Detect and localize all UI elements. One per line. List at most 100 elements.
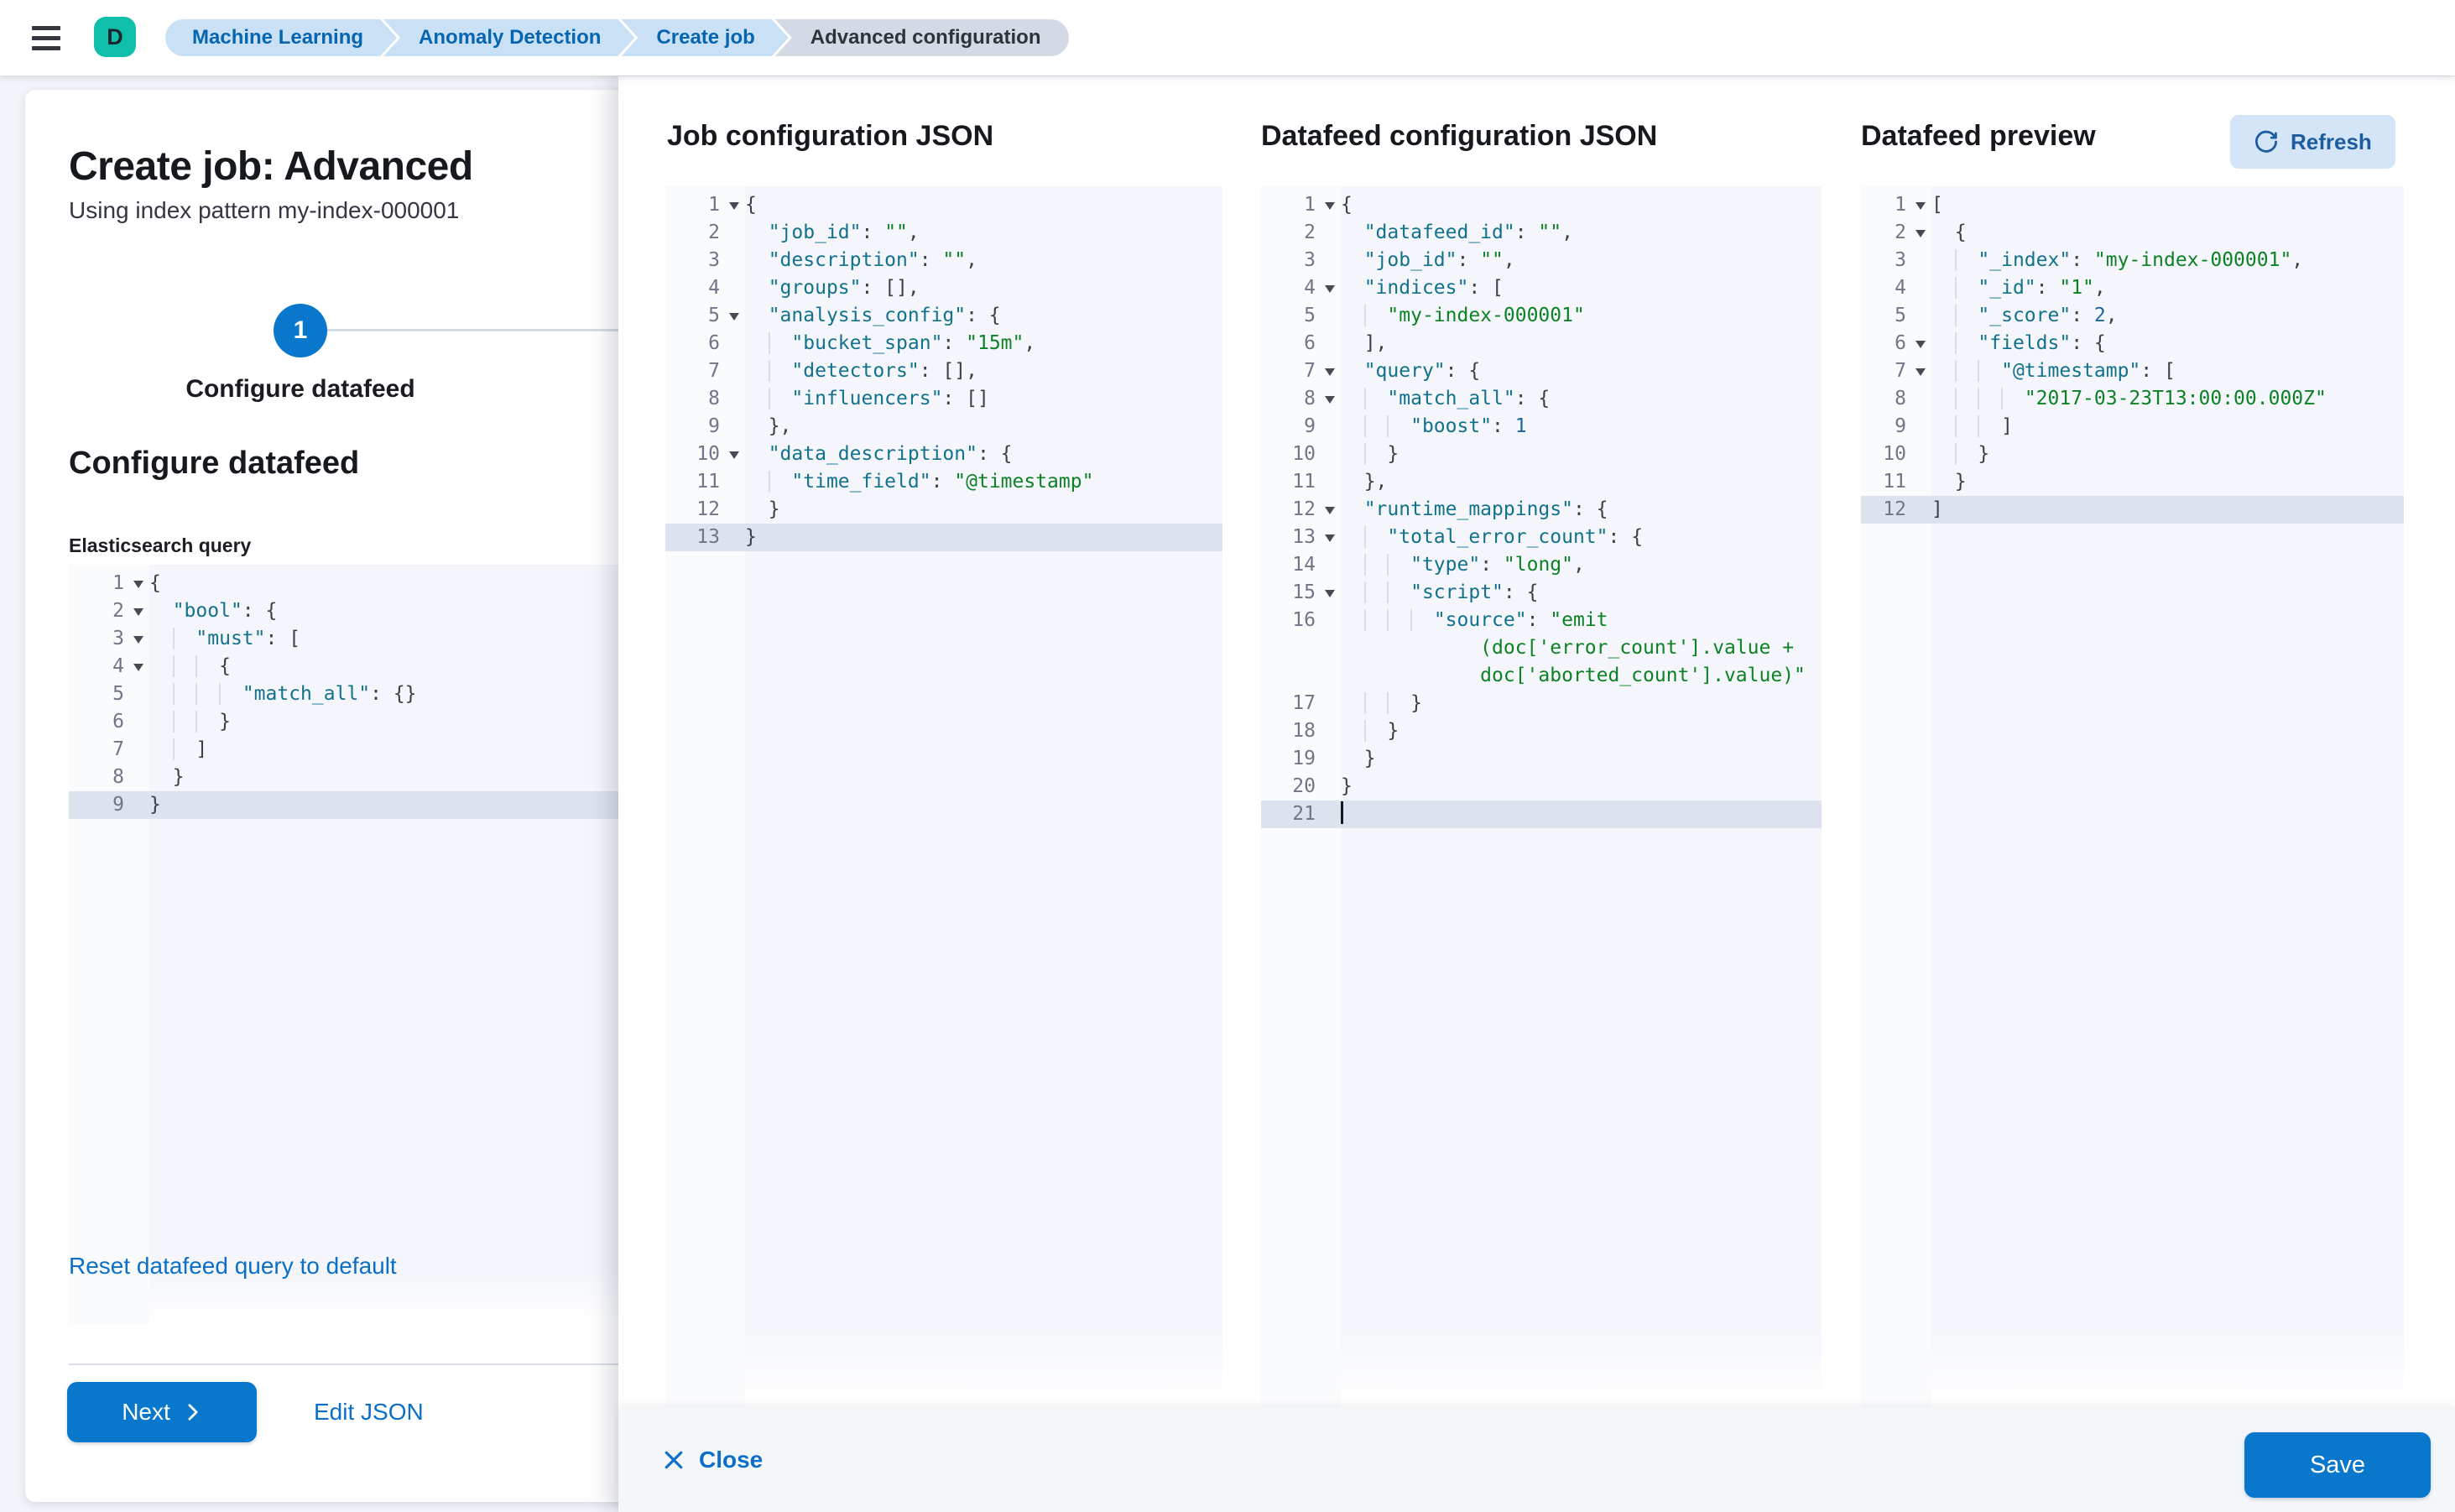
code-line[interactable]: 21 xyxy=(1261,800,1822,828)
fold-arrow-icon[interactable] xyxy=(133,663,143,671)
breadcrumb-item-create-job[interactable]: Create job xyxy=(621,19,788,56)
fold-arrow-icon[interactable] xyxy=(1325,284,1335,293)
code-line[interactable]: 1{ xyxy=(1261,191,1822,219)
fold-arrow-icon[interactable] xyxy=(1325,368,1335,376)
code-line[interactable]: 13 "total_error_count": { xyxy=(1261,524,1822,551)
code-text: } xyxy=(1341,717,1399,745)
save-button[interactable]: Save xyxy=(2244,1432,2431,1498)
code-line[interactable]: 3 "must": [ xyxy=(69,625,1168,653)
code-line[interactable]: 10 "data_description": { xyxy=(665,441,1222,468)
code-line[interactable]: 5 "my-index-000001" xyxy=(1261,302,1822,330)
line-number: 8 xyxy=(708,388,720,409)
fold-arrow-icon[interactable] xyxy=(1916,368,1926,376)
code-line[interactable]: 8 "match_all": { xyxy=(1261,385,1822,413)
code-line[interactable]: 10 } xyxy=(1261,441,1822,468)
code-line[interactable]: 2 "datafeed_id": "", xyxy=(1261,219,1822,247)
fold-arrow-icon[interactable] xyxy=(729,201,739,210)
code-line[interactable]: 15 "script": { xyxy=(1261,579,1822,607)
code-line[interactable]: 4 "groups": [], xyxy=(665,274,1222,302)
datafeed-preview-editor[interactable]: 1[2 {3 "_index": "my-index-000001",4 "_i… xyxy=(1861,186,2404,1407)
code-line[interactable]: (doc['error_count'].value + xyxy=(1261,634,1822,662)
code-line[interactable]: 2 { xyxy=(1861,219,2404,247)
code-line[interactable]: 6 ], xyxy=(1261,330,1822,357)
breadcrumb-item-machine-learning[interactable]: Machine Learning xyxy=(165,19,397,56)
line-number: 8 xyxy=(112,766,124,788)
code-line[interactable]: 1[ xyxy=(1861,191,2404,219)
code-line[interactable]: 6 "bucket_span": "15m", xyxy=(665,330,1222,357)
code-token: { xyxy=(1341,194,1353,216)
code-line[interactable]: 8 "influencers": [] xyxy=(665,385,1222,413)
hamburger-menu-icon[interactable] xyxy=(32,22,65,54)
edit-json-link[interactable]: Edit JSON xyxy=(314,1399,424,1425)
fold-arrow-icon[interactable] xyxy=(133,635,143,644)
code-line[interactable]: 6 "fields": { xyxy=(1861,330,2404,357)
code-line[interactable]: 18 } xyxy=(1261,717,1822,745)
code-line[interactable]: 3 "job_id": "", xyxy=(1261,247,1822,274)
code-line[interactable]: 7 "detectors": [], xyxy=(665,357,1222,385)
close-button[interactable]: Close xyxy=(662,1407,763,1512)
fold-arrow-icon[interactable] xyxy=(133,607,143,616)
fold-arrow-icon[interactable] xyxy=(1325,589,1335,597)
fold-arrow-icon[interactable] xyxy=(1325,201,1335,210)
code-line[interactable]: 3 "_index": "my-index-000001", xyxy=(1861,247,2404,274)
code-line[interactable]: 11 }, xyxy=(1261,468,1822,496)
code-line[interactable]: 16 "source": "emit xyxy=(1261,607,1822,634)
code-line[interactable]: 9 "boost": 1 xyxy=(1261,413,1822,441)
code-line[interactable]: 10 } xyxy=(1861,441,2404,468)
datafeed-config-title: Datafeed configuration JSON xyxy=(1261,120,1658,152)
code-line[interactable]: 4 "_id": "1", xyxy=(1861,274,2404,302)
line-number: 3 xyxy=(69,625,149,653)
code-line[interactable]: 12 "runtime_mappings": { xyxy=(1261,496,1822,524)
code-line[interactable]: 7 "@timestamp": [ xyxy=(1861,357,2404,385)
code-line[interactable]: 7 ] xyxy=(69,736,1168,764)
line-number: 17 xyxy=(1292,692,1316,714)
job-config-json-editor[interactable]: 1{2 "job_id": "",3 "description": "",4 "… xyxy=(665,186,1222,1407)
code-line[interactable]: 4 "indices": [ xyxy=(1261,274,1822,302)
step-1-indicator[interactable]: 1 xyxy=(274,304,327,357)
code-token: 1 xyxy=(1514,415,1527,437)
fold-arrow-icon[interactable] xyxy=(133,580,143,588)
code-line[interactable]: 9 }, xyxy=(665,413,1222,441)
code-line[interactable]: 11 } xyxy=(1861,468,2404,496)
code-line[interactable]: 8 } xyxy=(69,764,1168,791)
code-line[interactable]: 12] xyxy=(1861,496,2404,524)
code-line[interactable]: 17 } xyxy=(1261,690,1822,717)
fold-arrow-icon[interactable] xyxy=(1916,229,1926,237)
code-line[interactable]: 2 "bool": { xyxy=(69,597,1168,625)
breadcrumb-item-anomaly-detection[interactable]: Anomaly Detection xyxy=(383,19,634,56)
code-text: "runtime_mappings": { xyxy=(1341,496,1608,524)
refresh-button[interactable]: Refresh xyxy=(2230,115,2395,169)
code-line[interactable]: 5 "_score": 2, xyxy=(1861,302,2404,330)
fold-arrow-icon[interactable] xyxy=(729,451,739,459)
fold-arrow-icon[interactable] xyxy=(729,312,739,321)
datafeed-config-json-editor[interactable]: 1{2 "datafeed_id": "",3 "job_id": "",4 "… xyxy=(1261,186,1822,1407)
code-line[interactable]: 11 "time_field": "@timestamp" xyxy=(665,468,1222,496)
close-icon xyxy=(665,1451,683,1468)
code-line[interactable]: 19 } xyxy=(1261,745,1822,773)
fold-arrow-icon[interactable] xyxy=(1325,534,1335,542)
code-line[interactable]: 4 { xyxy=(69,653,1168,680)
code-line[interactable]: 12 } xyxy=(665,496,1222,524)
code-line[interactable]: doc['aborted_count'].value)" xyxy=(1261,662,1822,690)
code-line[interactable]: 14 "type": "long", xyxy=(1261,551,1822,579)
code-line[interactable]: 5 "match_all": {} xyxy=(69,680,1168,708)
fold-arrow-icon[interactable] xyxy=(1916,340,1926,348)
code-line[interactable]: 1{ xyxy=(69,570,1168,597)
code-line[interactable]: 6 } xyxy=(69,708,1168,736)
fold-arrow-icon[interactable] xyxy=(1325,506,1335,514)
code-token xyxy=(1931,388,1955,409)
code-line[interactable]: 2 "job_id": "", xyxy=(665,219,1222,247)
code-line[interactable]: 20} xyxy=(1261,773,1822,800)
code-line[interactable]: 3 "description": "", xyxy=(665,247,1222,274)
reset-datafeed-query-link[interactable]: Reset datafeed query to default xyxy=(69,1253,397,1279)
avatar[interactable]: D xyxy=(94,17,136,57)
next-button[interactable]: Next xyxy=(67,1382,257,1442)
code-line[interactable]: 1{ xyxy=(665,191,1222,219)
code-line[interactable]: 8 "2017-03-23T13:00:00.000Z" xyxy=(1861,385,2404,413)
code-line[interactable]: 13} xyxy=(665,524,1222,551)
fold-arrow-icon[interactable] xyxy=(1916,201,1926,210)
code-line[interactable]: 7 "query": { xyxy=(1261,357,1822,385)
code-line[interactable]: 9 ] xyxy=(1861,413,2404,441)
fold-arrow-icon[interactable] xyxy=(1325,395,1335,404)
code-line[interactable]: 5 "analysis_config": { xyxy=(665,302,1222,330)
